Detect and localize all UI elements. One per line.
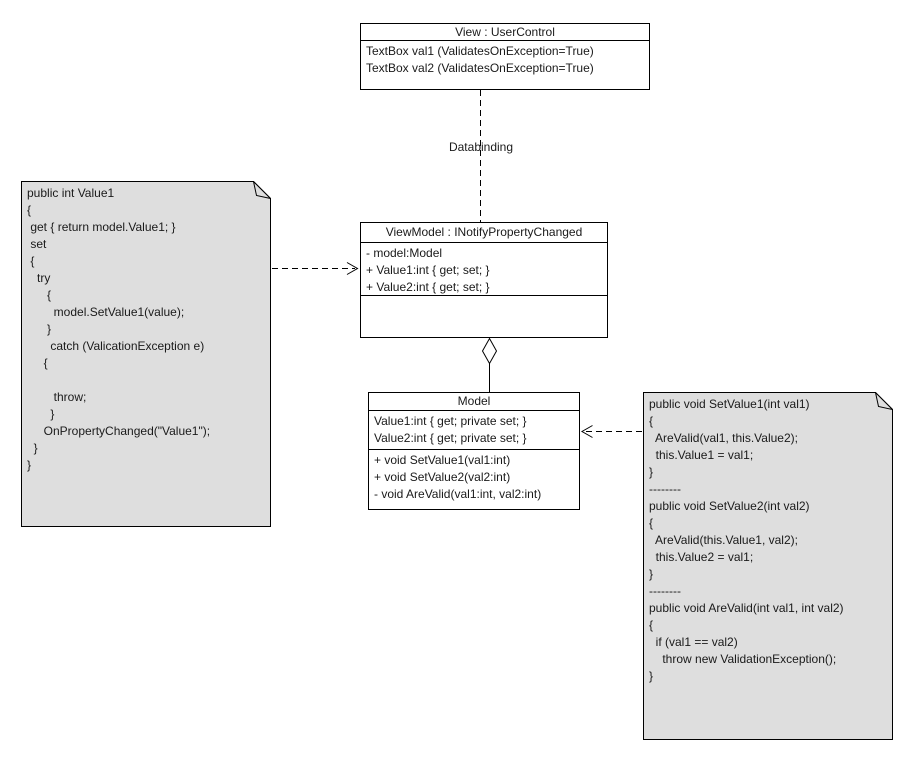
attribute-row: TextBox val2 (ValidatesOnException=True) <box>366 61 594 75</box>
class-methods-viewmodel <box>361 295 607 337</box>
class-attributes-viewmodel: - model:Model + Value1:int { get; set; }… <box>361 242 607 295</box>
method-row: - void AreValid(val1:int, val2:int) <box>374 487 542 501</box>
attribute-row: + Value1:int { get; set; } <box>366 263 490 277</box>
left-note-arrowhead-icon <box>346 262 359 275</box>
class-box-model: Model Value1:int { get; private set; } V… <box>368 392 580 510</box>
note-model-methods-code: public void SetValue1(int val1) { AreVal… <box>643 392 893 740</box>
method-row: + void SetValue1(val1:int) <box>374 453 511 467</box>
attribute-row: - model:Model <box>366 246 443 260</box>
right-note-arrowhead-icon <box>580 425 593 438</box>
class-attributes-model: Value1:int { get; private set; } Value2:… <box>369 410 579 449</box>
method-row: + void SetValue2(val2:int) <box>374 470 511 484</box>
note-shape <box>643 392 893 740</box>
class-title-viewmodel: ViewModel : INotifyPropertyChanged <box>385 225 583 239</box>
attribute-row: TextBox val1 (ValidatesOnException=True) <box>366 44 594 58</box>
class-methods-model: + void SetValue1(val1:int) + void SetVal… <box>369 449 579 509</box>
class-attributes-view: TextBox val1 (ValidatesOnException=True)… <box>361 40 649 89</box>
note-shape <box>21 181 271 527</box>
class-box-viewmodel: ViewModel : INotifyPropertyChanged - mod… <box>360 222 608 338</box>
aggregation-diamond-icon <box>481 337 498 365</box>
databinding-label: Databinding <box>448 140 514 154</box>
note-code-text: public int Value1 { get { return model.V… <box>27 186 211 472</box>
attribute-row: + Value2:int { get; set; } <box>366 280 490 294</box>
attribute-row: Value2:int { get; private set; } <box>374 431 527 445</box>
class-title-model: Model <box>457 394 491 408</box>
note-code-text: public void SetValue1(int val1) { AreVal… <box>649 397 844 683</box>
note-value1-property-code: public int Value1 { get { return model.V… <box>21 181 271 527</box>
attribute-row: Value1:int { get; private set; } <box>374 414 527 428</box>
note-fold-corner-icon <box>252 181 271 200</box>
class-title-view: View : UserControl <box>455 25 555 39</box>
class-box-view: View : UserControl TextBox val1 (Validat… <box>360 23 650 90</box>
note-fold-corner-icon <box>874 392 893 411</box>
